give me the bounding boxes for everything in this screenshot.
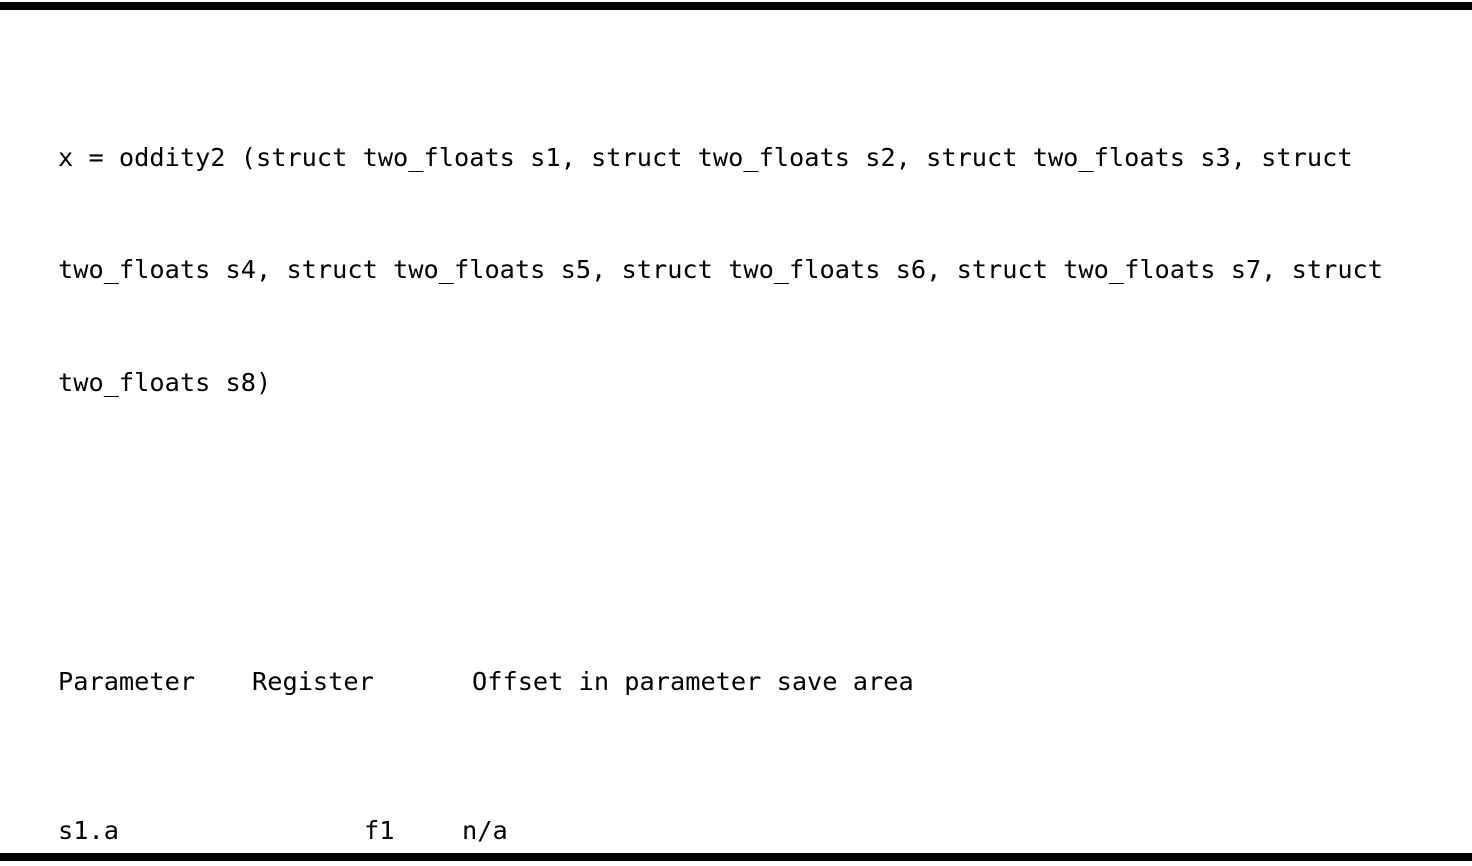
cell-register: f1 [364, 816, 395, 846]
blank-line [58, 513, 1458, 550]
function-signature-line-1: x = oddity2 (struct two_floats s1, struc… [58, 143, 1353, 173]
top-horizontal-rule [0, 2, 1472, 10]
code-example-block: x = oddity2 (struct two_floats s1, struc… [58, 27, 1458, 866]
header-parameter: Parameter [58, 666, 196, 696]
function-signature-line-2: two_floats s4, struct two_floats s5, str… [58, 255, 1384, 285]
function-signature-line-3: two_floats s8) [58, 367, 272, 397]
cell-offset: n/a [462, 816, 508, 846]
header-offset: Offset in parameter save area [472, 666, 914, 696]
table-header-row: Parameter Register Offset in parameter s… [58, 663, 1458, 700]
cell-parameter: s1.a [58, 816, 119, 846]
header-register: Register [252, 666, 374, 696]
table-row: s1.a f1 n/a [58, 812, 1458, 849]
bottom-horizontal-rule [0, 853, 1472, 861]
